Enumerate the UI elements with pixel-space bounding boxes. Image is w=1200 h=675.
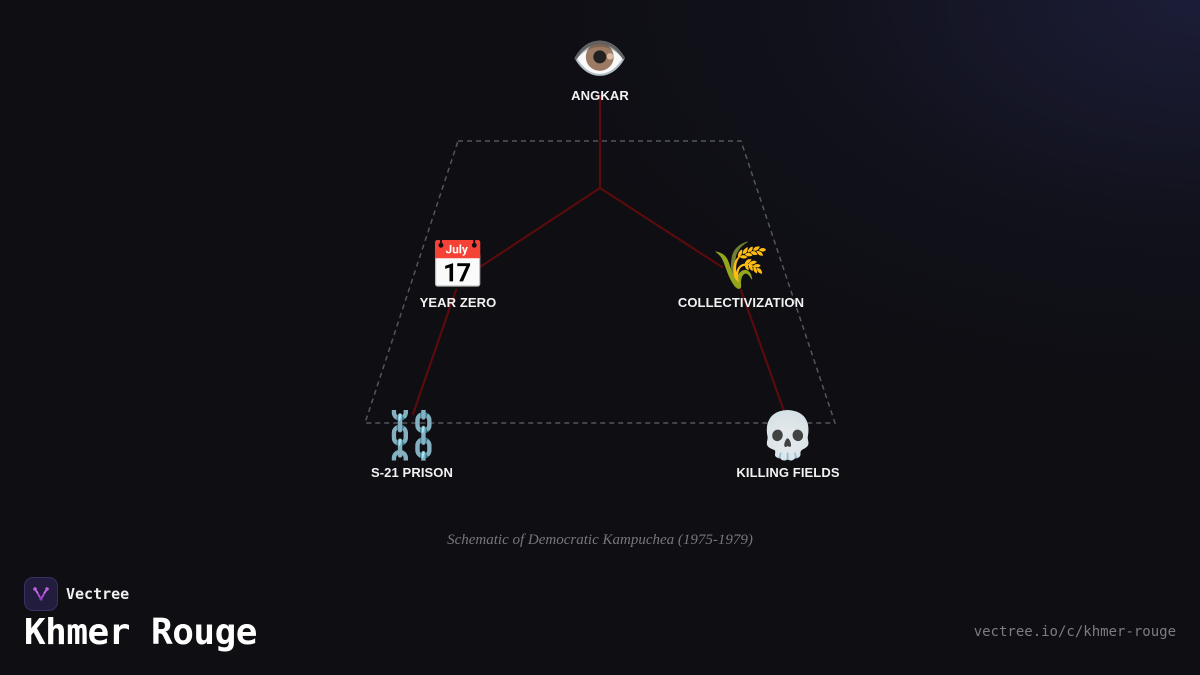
edge-angkar-year-zero [478,186,602,269]
node-label: KILLING FIELDS [736,465,840,480]
trapezoid-outline [363,140,837,424]
diagram-caption: Schematic of Democratic Kampuchea (1975-… [447,532,753,548]
rice-sheaf-icon: 🌾 [712,238,770,292]
connector-lines [411,94,787,416]
node-year-zero[interactable]: 📅 YEAR ZERO [358,237,558,310]
node-label: COLLECTIVIZATION [677,295,805,310]
edge-collectivization-killing-fields [739,288,787,416]
vectree-logo-icon [24,577,58,611]
node-s21-prison[interactable]: ⛓️ S-21 PRISON [312,407,512,480]
chains-icon: ⛓️ [383,408,441,462]
edge-angkar-collectivization [598,186,724,269]
brand[interactable]: Vectree [24,577,129,611]
calendar-icon: 📅 [429,238,487,292]
skull-icon: 💀 [759,408,817,462]
page-title: Khmer Rouge [24,612,257,653]
node-label: S-21 PRISON [370,465,453,480]
node-label: YEAR ZERO [419,295,497,310]
node-label: ANGKAR [571,88,629,103]
node-angkar[interactable]: 👁️ ANGKAR [500,30,700,103]
edge-year-zero-s21-prison [411,288,458,416]
eye-icon: 👁️ [571,31,629,85]
node-killing-fields[interactable]: 💀 KILLING FIELDS [688,407,888,480]
brand-name: Vectree [66,585,130,603]
node-collectivization[interactable]: 🌾 COLLECTIVIZATION [641,237,841,310]
page-url-link[interactable]: vectree.io/c/khmer-rouge [973,624,1176,640]
